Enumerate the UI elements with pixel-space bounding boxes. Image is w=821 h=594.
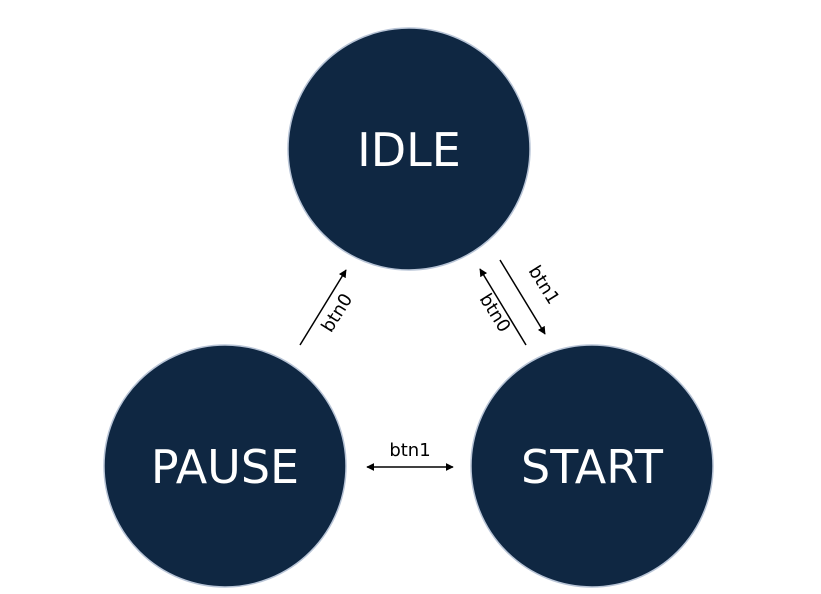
transition-pause-to-idle-arrow: [299, 269, 347, 346]
transition-start-to-idle-label: btn0: [475, 290, 515, 336]
transition-start-to-idle-arrow: [479, 268, 527, 346]
state-start: START: [470, 344, 714, 588]
transition-pause-start: btn1: [366, 440, 454, 471]
state-start-circle: [470, 344, 714, 588]
state-pause-circle: [103, 344, 347, 588]
state-idle-label: IDLE: [357, 123, 461, 177]
state-pause-label: PAUSE: [151, 440, 299, 494]
transition-pause-to-idle-label: btn0: [317, 290, 357, 336]
transition-start-to-idle: btn0: [475, 268, 527, 346]
state-start-label: START: [521, 440, 664, 494]
transition-idle-to-start-label: btn1: [524, 262, 564, 308]
state-pause: PAUSE: [103, 344, 347, 588]
transition-pause-to-idle: btn0: [299, 269, 357, 346]
state-idle: IDLE: [287, 27, 531, 271]
state-idle-circle: [287, 27, 531, 271]
transition-idle-to-start-arrow: [499, 259, 546, 335]
transition-pause-start-label: btn1: [389, 440, 430, 461]
